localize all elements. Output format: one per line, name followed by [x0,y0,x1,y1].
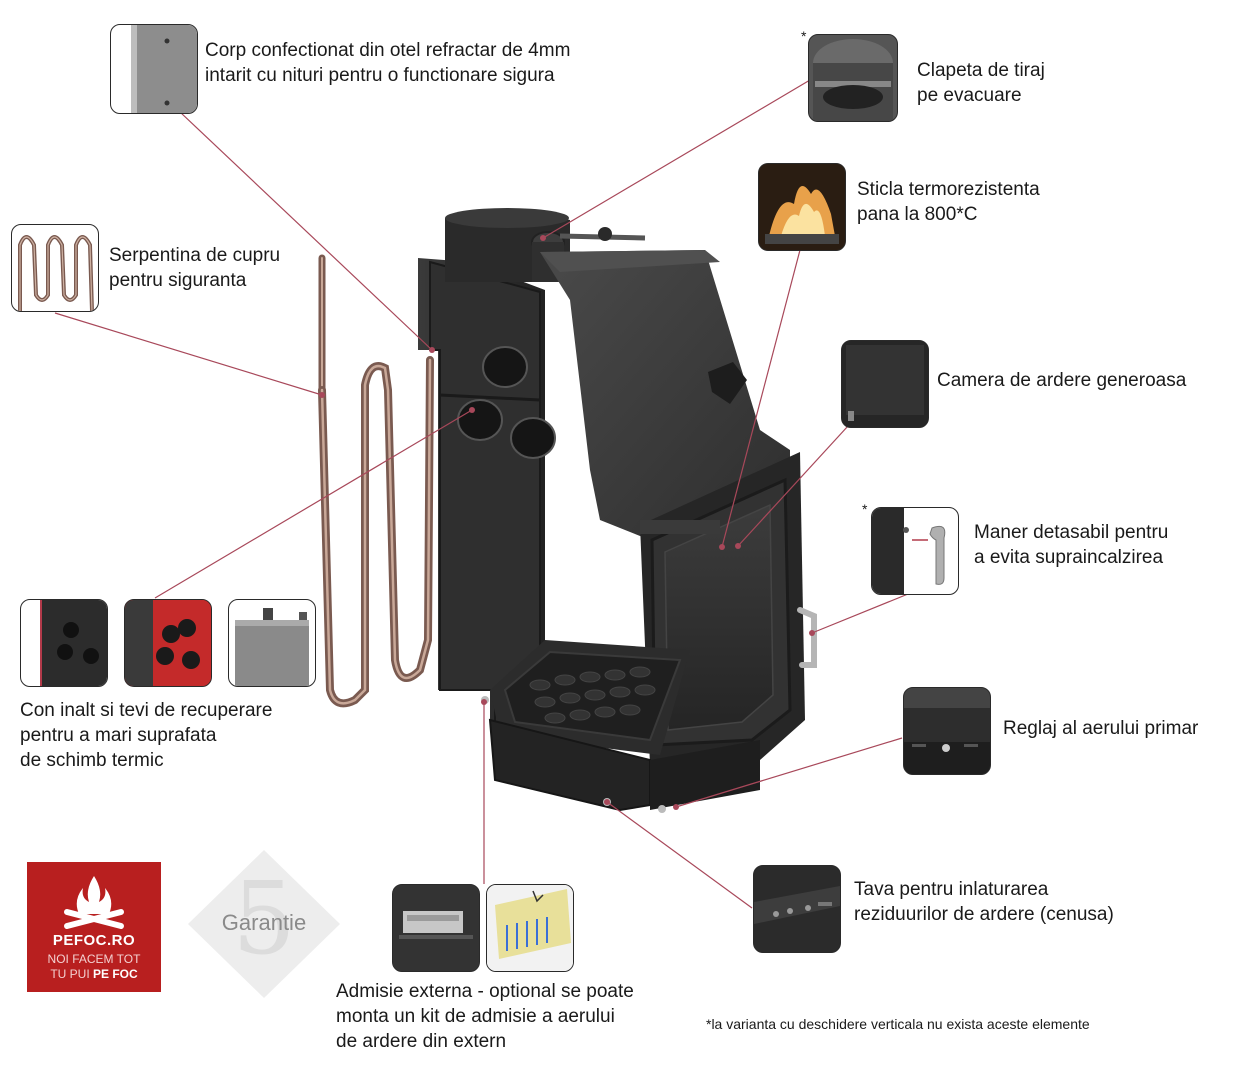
pefoc-logo: PEFOC.RO NOI FACEM TOT TU PUI PE FOC [27,862,161,992]
external-air-thumbnail-1 [392,884,480,972]
body-steel-label: Corp confectionat din otel refractar de … [205,40,571,86]
damper-asterisk: * [801,28,807,44]
recovery-label: Con inalt si tevi de recuperare pentru a… [20,700,273,771]
external-air-label: Admisie externa - optional se poate mont… [336,981,634,1052]
chamber-thumbnail [841,340,929,428]
footnote: *la varianta cu deschidere verticala nu … [706,1016,1090,1032]
copper-coil-thumbnail [11,224,99,312]
stove-body [418,208,817,813]
recovery-thumbnail-3 [228,599,316,687]
logo-tagline-2: TU PUI PE FOC [50,967,138,981]
warranty-badge: 5 Garantie [188,848,340,1000]
steel-body-thumbnail [110,24,198,114]
handle-label: Maner detasabil pentru a evita suprainca… [974,522,1169,568]
leader-dots [319,235,815,810]
handle-thumbnail [871,507,959,595]
ash-tray-label: Tava pentru inlaturarea reziduurilor de … [854,879,1114,925]
ash-tray-thumbnail [753,865,841,953]
glass-label: Sticla termorezistenta pana la 800*C [857,179,1040,225]
flue-damper-thumbnail [808,34,898,122]
logo-tagline-1: NOI FACEM TOT [47,952,141,966]
warranty-diamond-icon [188,850,340,998]
warranty-word: Garantie [221,910,307,935]
damper-label: Clapeta de tiraj pe evacuare [917,60,1045,106]
glass-thumbnail [758,163,846,251]
recovery-thumbnail-2 [124,599,212,687]
flame-logo-icon [64,876,124,929]
external-air-thumbnail-2 [486,884,574,972]
handle-asterisk: * [862,501,868,517]
warranty-years: 5 [232,860,296,977]
copper-coil [318,254,434,708]
primary-air-label: Reglaj al aerului primar [1003,718,1199,739]
primary-air-thumbnail [903,687,991,775]
recovery-thumbnail-1 [20,599,108,687]
logo-brand: PEFOC.RO [52,932,136,949]
chamber-label: Camera de ardere generoasa [937,370,1187,391]
coil-label: Serpentina de cupru pentru siguranta [109,245,281,291]
leader-lines [54,79,909,909]
